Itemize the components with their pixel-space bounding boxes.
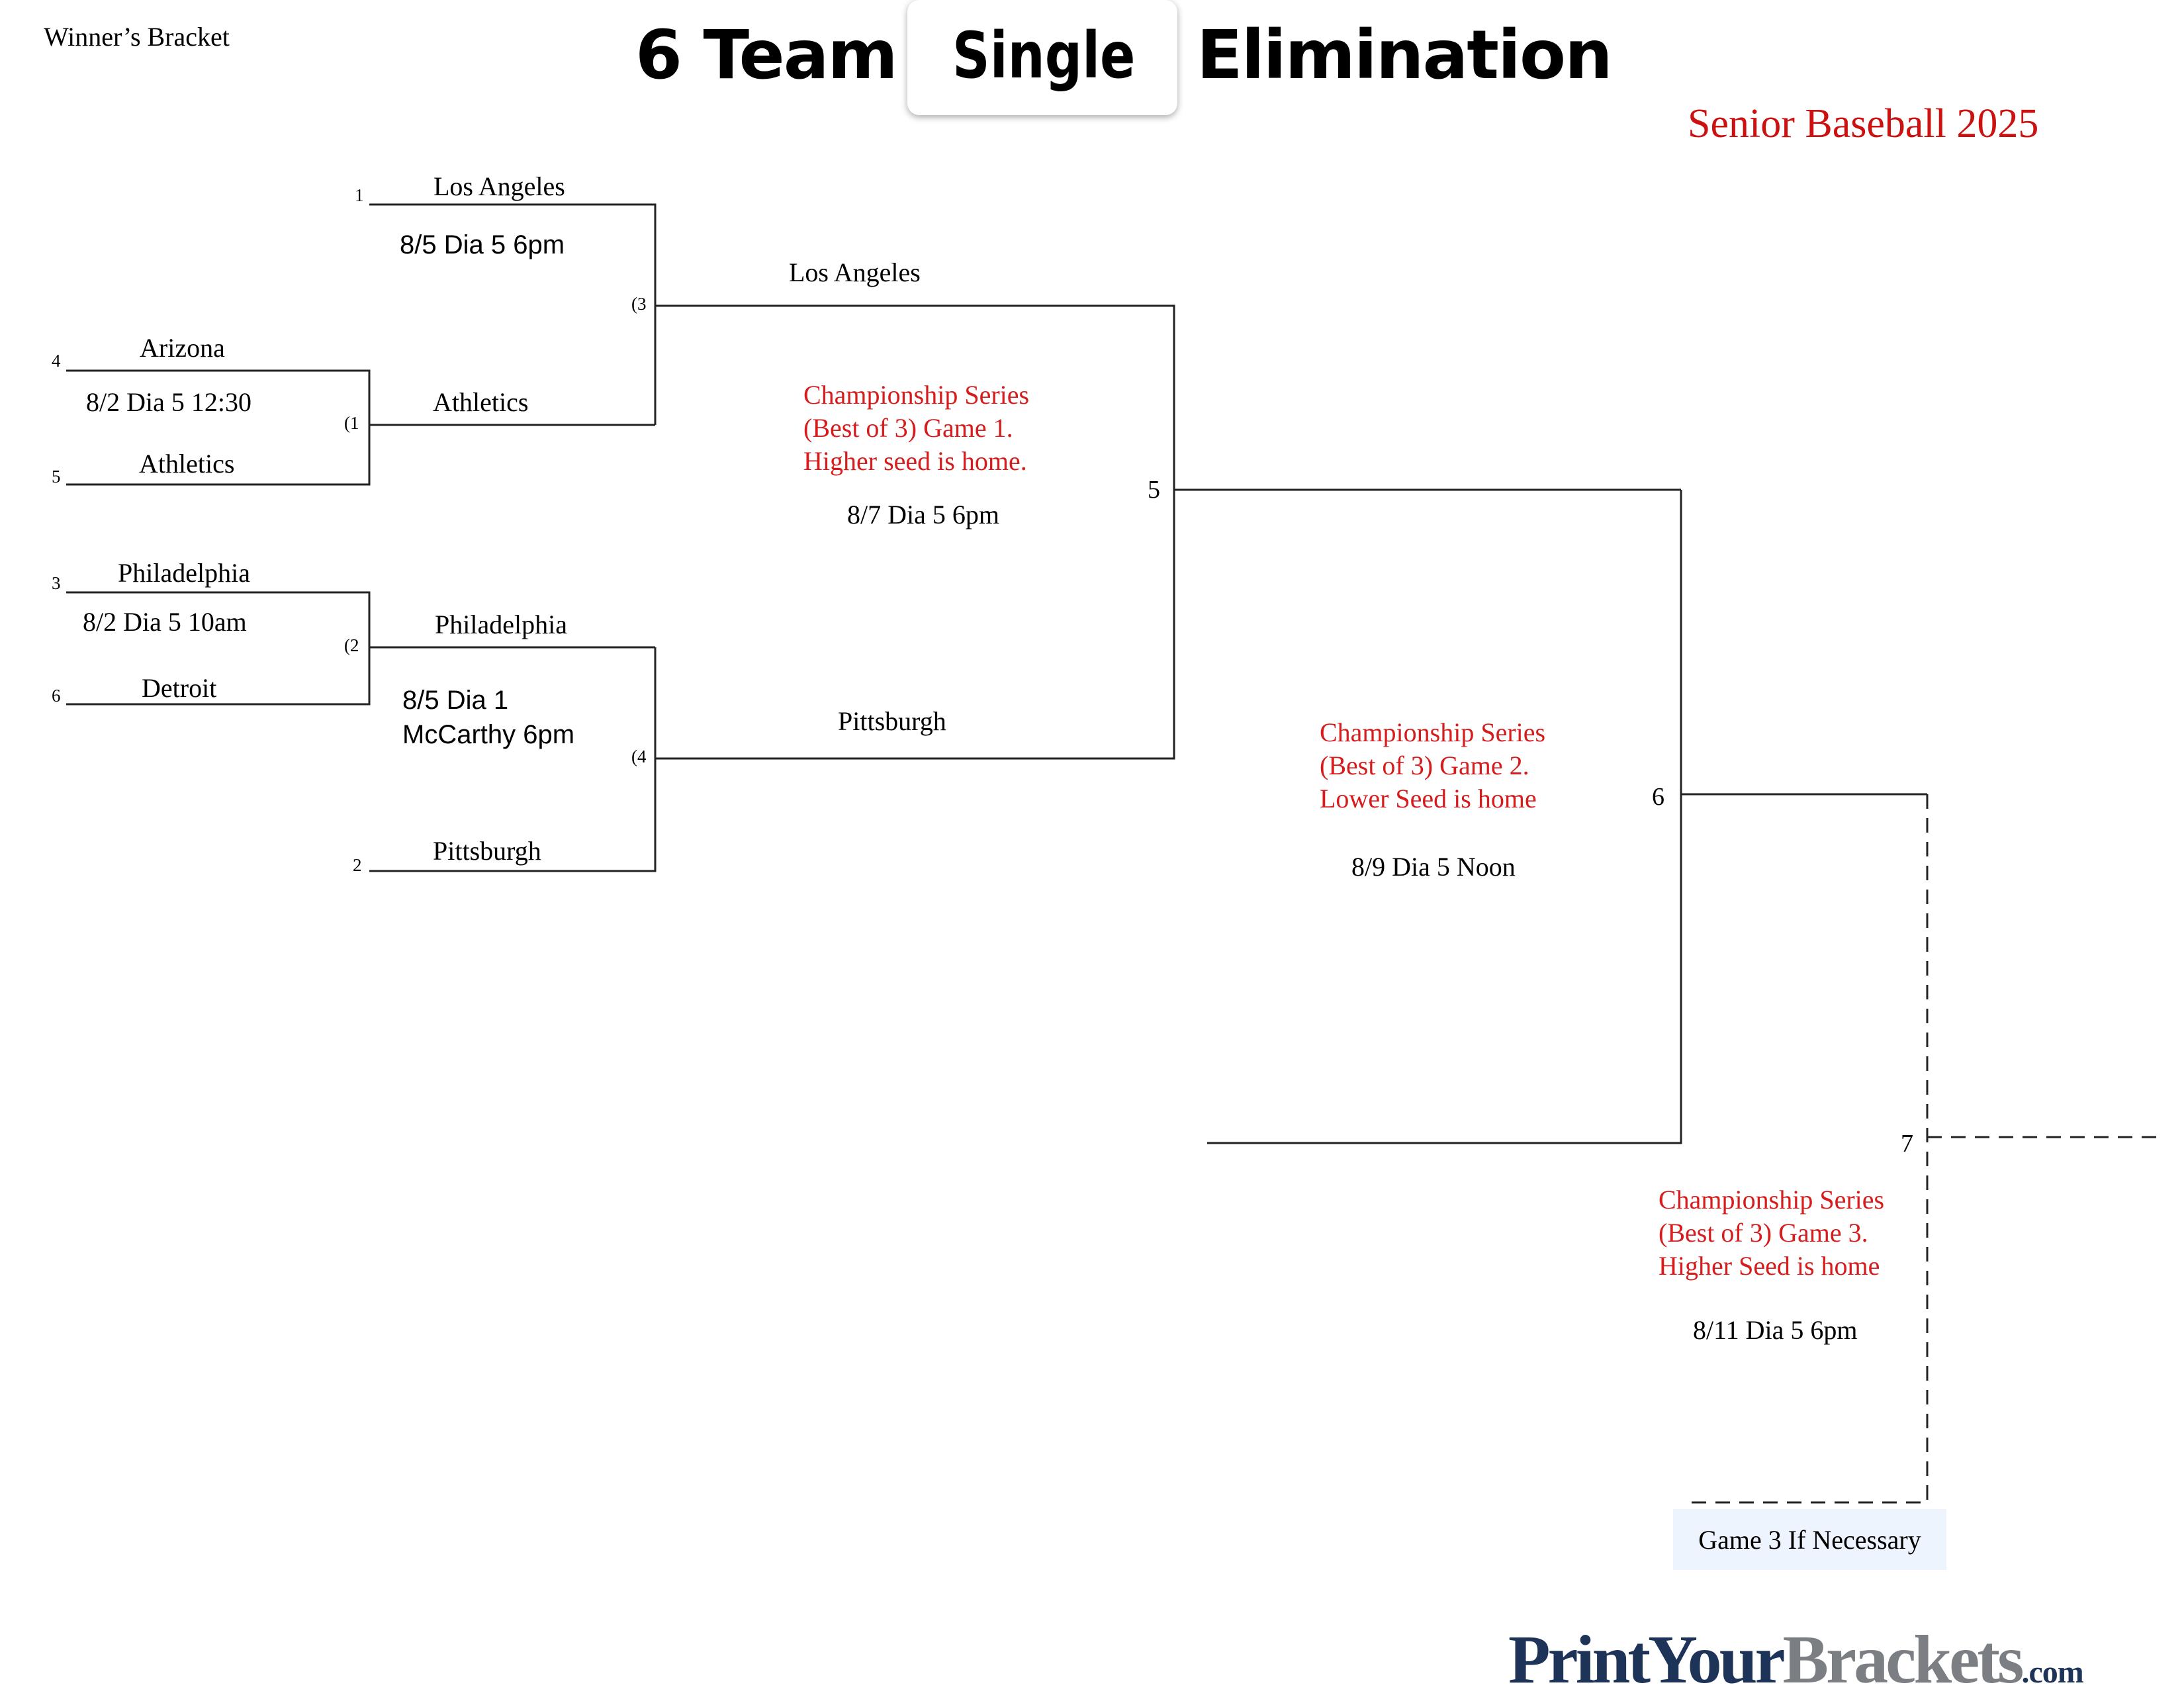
- seed-label: 3: [52, 573, 61, 593]
- bracket-line-g7-dashed: [1686, 794, 1929, 1504]
- game-number: 5: [1148, 476, 1160, 504]
- winner-game4: Pittsburgh: [838, 706, 946, 736]
- title-part3: Elimination: [1197, 16, 1613, 95]
- subtitle: Senior Baseball 2025: [1688, 101, 2039, 146]
- game2-schedule: 8/2 Dia 5 10am: [83, 607, 247, 637]
- bracket-line-g6: [1207, 490, 1682, 1144]
- title-part2: Single: [952, 19, 1136, 93]
- game-number: (3: [631, 294, 647, 314]
- seed-label: 6: [52, 686, 61, 706]
- game6-schedule: 8/9 Dia 5 Noon: [1351, 852, 1516, 882]
- team-arizona: Arizona: [140, 333, 225, 363]
- game-number: 6: [1652, 783, 1664, 811]
- bracket-line-g4: [369, 647, 657, 872]
- team-philadelphia: Philadelphia: [118, 558, 250, 588]
- if-necessary-box: Game 3 If Necessary: [1673, 1509, 1946, 1570]
- seed-label: 4: [52, 351, 61, 371]
- logo-part2: Brackets: [1782, 1622, 2025, 1698]
- bracket-line-g3-out: [655, 304, 1175, 760]
- if-necessary-label: Game 3 If Necessary: [1698, 1524, 1921, 1555]
- winner-game1: Athletics: [433, 387, 529, 417]
- game5-note: Championship Series (Best of 3) Game 1. …: [803, 380, 1030, 476]
- game-number: 7: [1901, 1130, 1913, 1158]
- seed-label: 5: [52, 467, 61, 486]
- bracket-line-g1: [66, 369, 371, 486]
- seed-label: 2: [353, 855, 362, 875]
- bracket-line-g3: [369, 203, 657, 425]
- team-pittsburgh: Pittsburgh: [433, 836, 541, 866]
- logo: PrintYourBrackets.com: [1508, 1620, 2084, 1699]
- team-athletics: Athletics: [139, 449, 235, 479]
- title-badge: Single: [907, 0, 1177, 115]
- team-detroit: Detroit: [142, 673, 217, 703]
- game7-schedule: 8/11 Dia 5 6pm: [1693, 1315, 1858, 1345]
- seed-label: 1: [355, 185, 364, 205]
- logo-part1: PrintYour: [1508, 1622, 1786, 1698]
- game4-schedule-line1: 8/5 Dia 1: [402, 686, 509, 715]
- bracket-label: Winner’s Bracket: [44, 22, 230, 52]
- title-part1: 6 Team: [635, 16, 898, 95]
- team-los-angeles: Los Angeles: [433, 171, 565, 201]
- game-number: (2: [344, 635, 359, 655]
- game7-note: Championship Series (Best of 3) Game 3. …: [1659, 1185, 1885, 1281]
- game3-schedule: 8/5 Dia 5 6pm: [400, 230, 565, 259]
- game1-schedule: 8/2 Dia 5 12:30: [86, 387, 251, 417]
- game5-schedule: 8/7 Dia 5 6pm: [847, 500, 999, 529]
- winner-game3: Los Angeles: [789, 257, 921, 287]
- winner-game2: Philadelphia: [435, 610, 567, 639]
- game-number: (1: [344, 413, 359, 433]
- game6-note: Championship Series (Best of 3) Game 2. …: [1320, 717, 1546, 813]
- game-number: (4: [631, 747, 647, 766]
- logo-part3: .com: [2021, 1655, 2083, 1690]
- game4-schedule-line2: McCarthy 6pm: [402, 720, 575, 749]
